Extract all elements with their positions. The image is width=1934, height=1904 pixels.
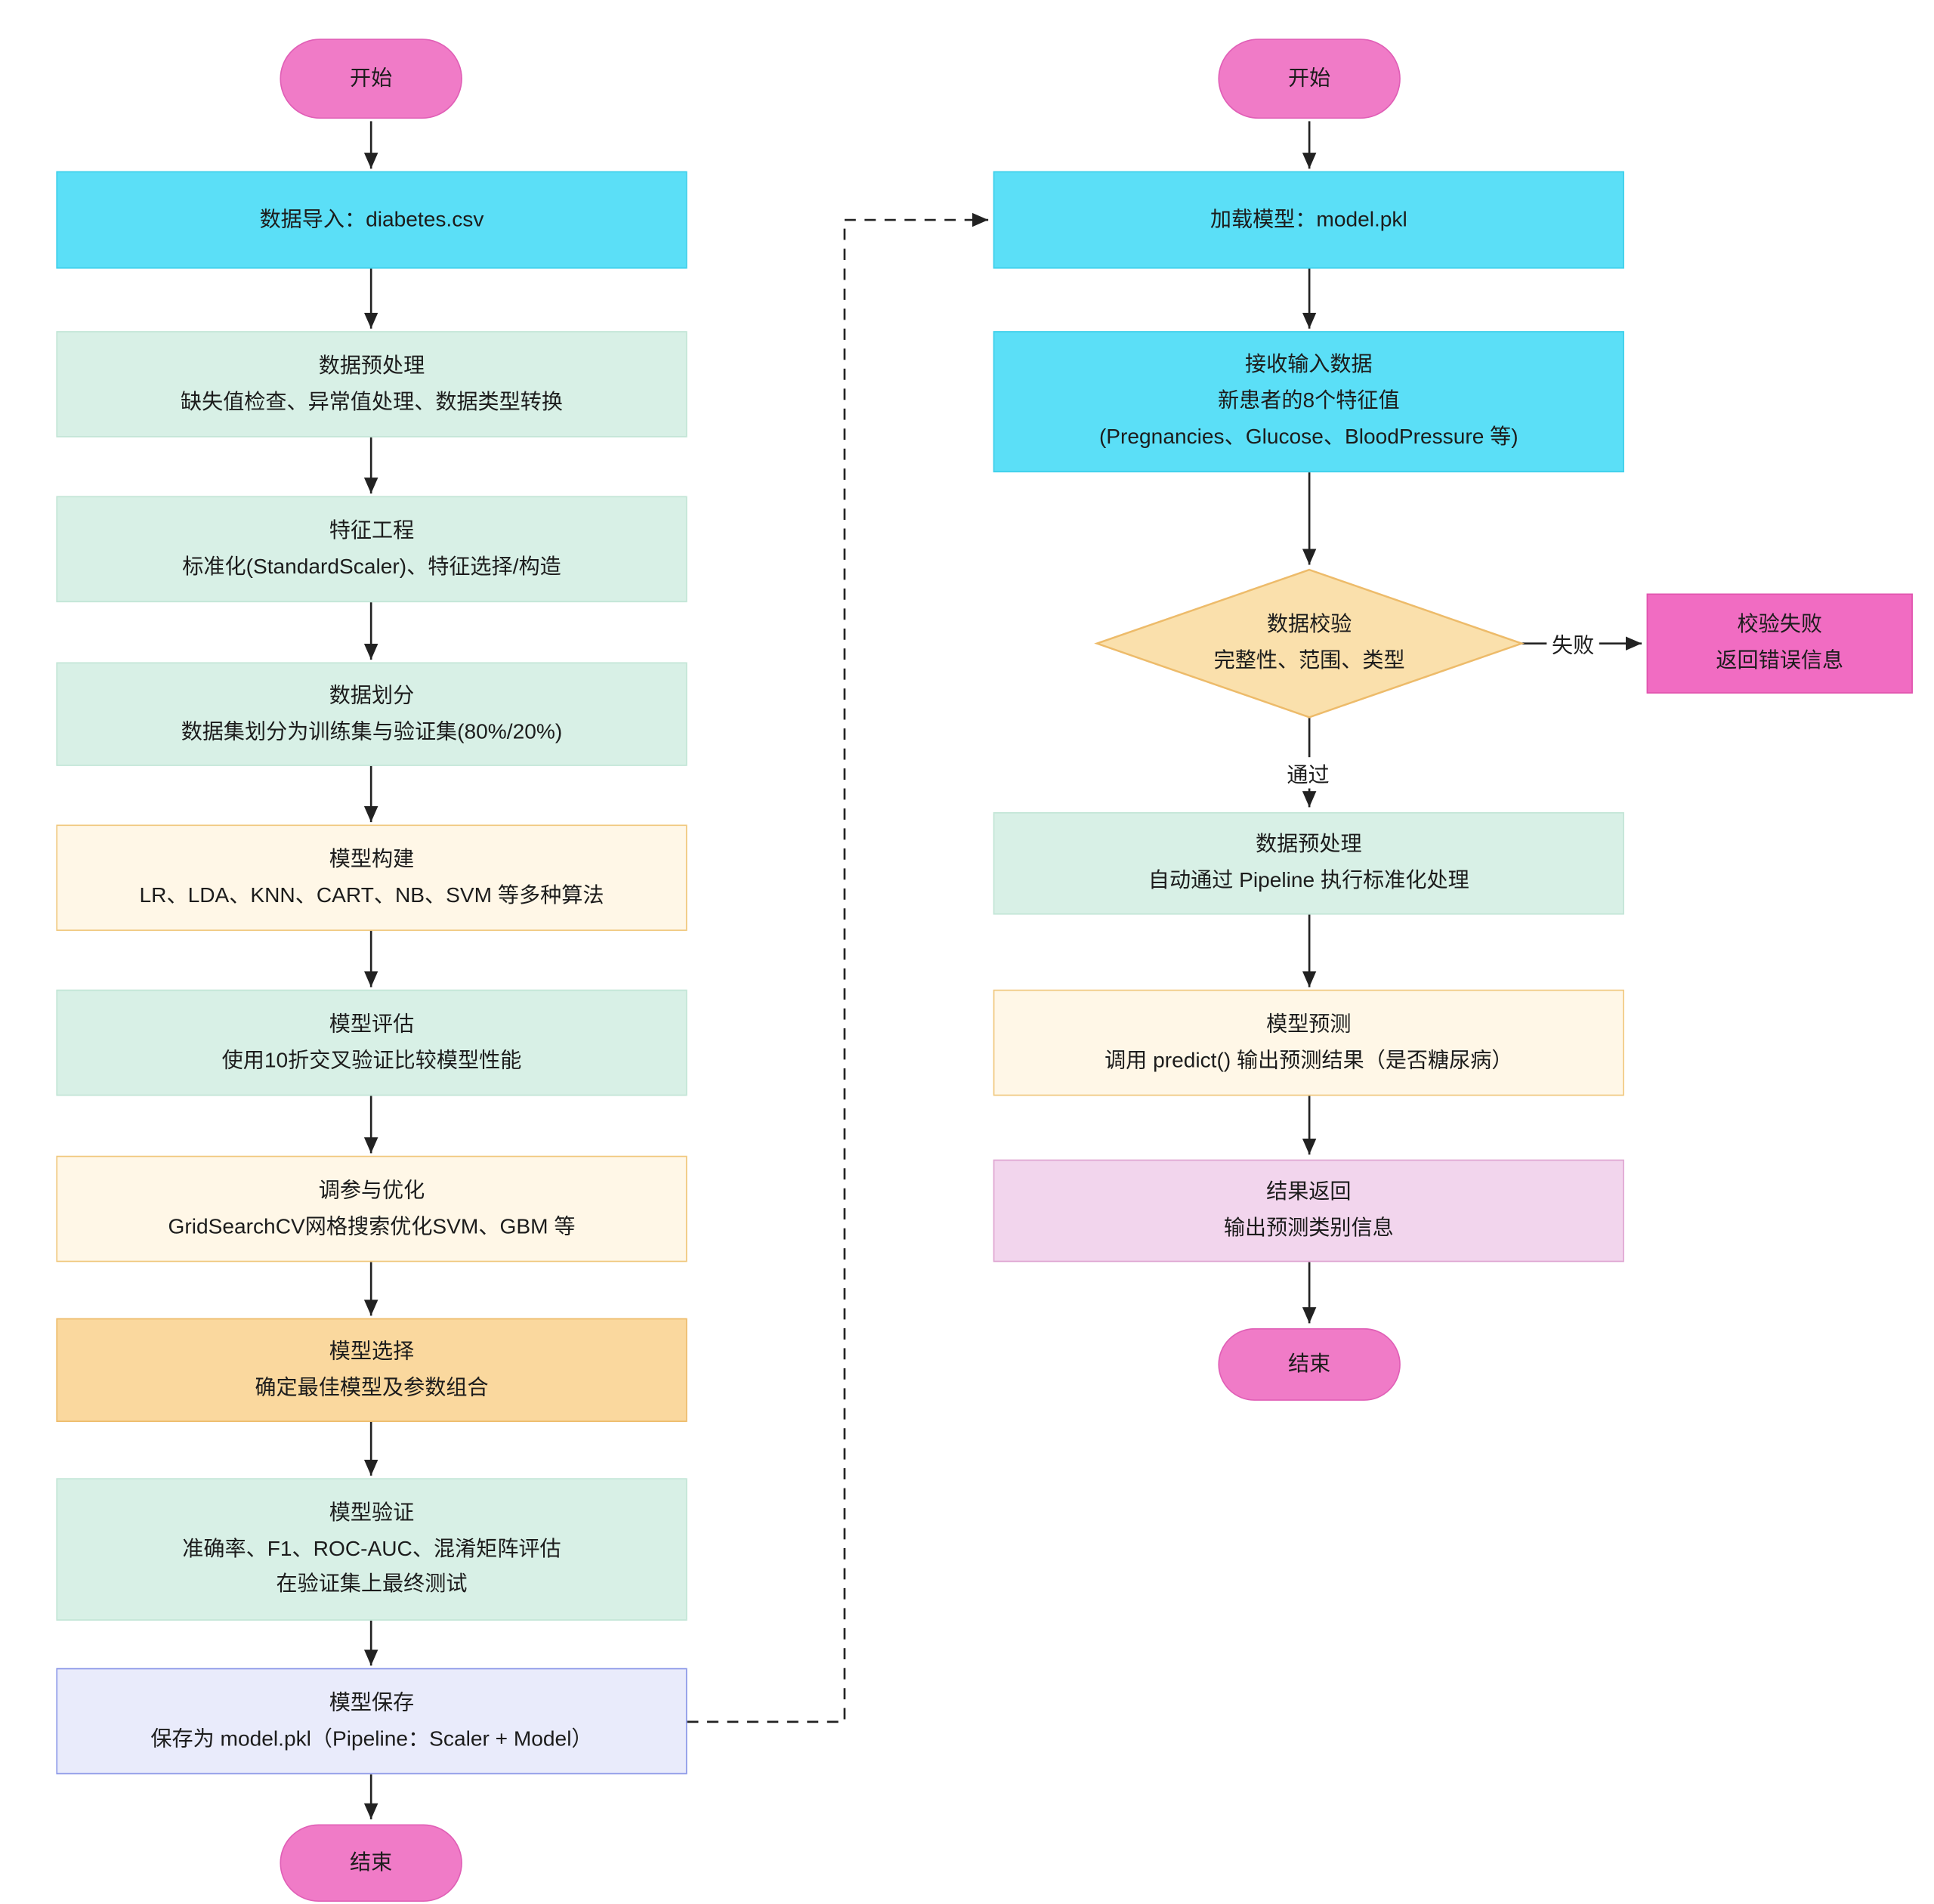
- node-text-line: 模型保存: [329, 1689, 415, 1714]
- tuning-node: 调参与优化 GridSearchCV网格搜索优化SVM、GBM 等: [56, 1155, 687, 1263]
- decision-diamond-shape: [1094, 568, 1525, 719]
- node-text-line: 模型选择: [329, 1339, 415, 1363]
- node-text-line: 在验证集上最终测试: [276, 1572, 468, 1596]
- feature-engineering-node: 特征工程 标准化(StandardScaler)、特征选择/构造: [56, 496, 687, 603]
- node-text-line: 结果返回: [1266, 1179, 1352, 1204]
- end-terminator-left: 结束: [280, 1824, 462, 1902]
- result-node: 结果返回 输出预测类别信息: [993, 1159, 1624, 1263]
- node-text-line: 调用 predict() 输出预测结果（是否糖尿病）: [1104, 1047, 1513, 1072]
- receive-input-node: 接收输入数据 新患者的8个特征值 (Pregnancies、Glucose、Bl…: [993, 331, 1624, 473]
- data-import-node: 数据导入：diabetes.csv: [56, 171, 687, 269]
- node-text-line: 数据预处理: [318, 353, 425, 377]
- dashed-connector-save-to-load: [687, 212, 989, 1723]
- node-text-line: 数据集划分为训练集与验证集(80%/20%): [181, 719, 563, 743]
- load-model-node: 加载模型：model.pkl: [993, 171, 1624, 269]
- node-text-line: 接收输入数据: [1244, 352, 1373, 377]
- model-eval-node: 模型评估 使用10折交叉验证比较模型性能: [56, 989, 687, 1096]
- terminator-label: 开始: [1288, 65, 1331, 90]
- node-text-line: LR、LDA、KNN、CART、NB、SVM 等多种算法: [139, 882, 604, 907]
- node-text-line: 新患者的8个特征值: [1218, 388, 1400, 413]
- node-text-line: 返回错误信息: [1716, 648, 1844, 672]
- predict-node: 模型预测 调用 predict() 输出预测结果（是否糖尿病）: [993, 989, 1624, 1096]
- node-text-line: 模型评估: [329, 1011, 415, 1036]
- data-check-decision: 数据校验 完整性、范围、类型: [1097, 570, 1522, 717]
- terminator-label: 结束: [350, 1850, 393, 1874]
- terminator-label: 结束: [1288, 1351, 1331, 1376]
- node-text-line: 确定最佳模型及参数组合: [255, 1374, 489, 1399]
- model-save-node: 模型保存 保存为 model.pkl（Pipeline：Scaler + Mod…: [56, 1668, 687, 1775]
- node-text-line: (Pregnancies、Glucose、BloodPressure 等): [1098, 425, 1518, 449]
- node-text-line: 数据预处理: [1256, 832, 1362, 856]
- node-text-line: 加载模型：model.pkl: [1210, 206, 1407, 231]
- node-text-line: 自动通过 Pipeline 执行标准化处理: [1148, 868, 1469, 892]
- node-text-line: 特征工程: [329, 518, 415, 542]
- model-select-node: 模型选择 确定最佳模型及参数组合: [56, 1318, 687, 1422]
- node-text-line: 模型构建: [329, 846, 415, 871]
- end-terminator-right: 结束: [1218, 1328, 1401, 1401]
- preprocessing-node: 数据预处理 缺失值检查、异常值处理、数据类型转换: [56, 331, 687, 437]
- model-build-node: 模型构建 LR、LDA、KNN、CART、NB、SVM 等多种算法: [56, 824, 687, 932]
- edge-label-pass: 通过: [1281, 757, 1335, 789]
- node-text-line: 完整性、范围、类型: [1213, 648, 1405, 672]
- edge-label-fail: 失败: [1546, 627, 1599, 659]
- data-split-node: 数据划分 数据集划分为训练集与验证集(80%/20%): [56, 662, 687, 766]
- start-terminator-left: 开始: [280, 39, 462, 119]
- node-text-line: GridSearchCV网格搜索优化SVM、GBM 等: [168, 1213, 576, 1238]
- node-text-line: 数据导入：diabetes.csv: [259, 206, 484, 231]
- model-validate-node: 模型验证 准确率、F1、ROC-AUC、混淆矩阵评估 在验证集上最终测试: [56, 1478, 687, 1621]
- preprocess-node-right: 数据预处理 自动通过 Pipeline 执行标准化处理: [993, 811, 1624, 915]
- node-text-line: 模型预测: [1266, 1011, 1352, 1036]
- node-text-line: 使用10折交叉验证比较模型性能: [221, 1047, 522, 1072]
- check-fail-node: 校验失败 返回错误信息: [1646, 593, 1913, 694]
- node-text-line: 准确率、F1、ROC-AUC、混淆矩阵评估: [182, 1536, 561, 1560]
- start-terminator-right: 开始: [1218, 39, 1401, 119]
- node-text-line: 数据划分: [329, 682, 415, 707]
- node-text-line: 模型验证: [329, 1500, 415, 1525]
- node-text-line: 校验失败: [1737, 612, 1822, 636]
- terminator-label: 开始: [350, 65, 393, 90]
- node-text-line: 标准化(StandardScaler)、特征选择/构造: [182, 554, 561, 578]
- node-text-line: 数据校验: [1266, 612, 1352, 636]
- node-text-line: 调参与优化: [318, 1177, 425, 1202]
- node-text-line: 缺失值检查、异常值处理、数据类型转换: [180, 389, 564, 413]
- node-text-line: 保存为 model.pkl（Pipeline：Scaler + Model）: [150, 1726, 593, 1751]
- node-text-line: 输出预测类别信息: [1223, 1216, 1394, 1240]
